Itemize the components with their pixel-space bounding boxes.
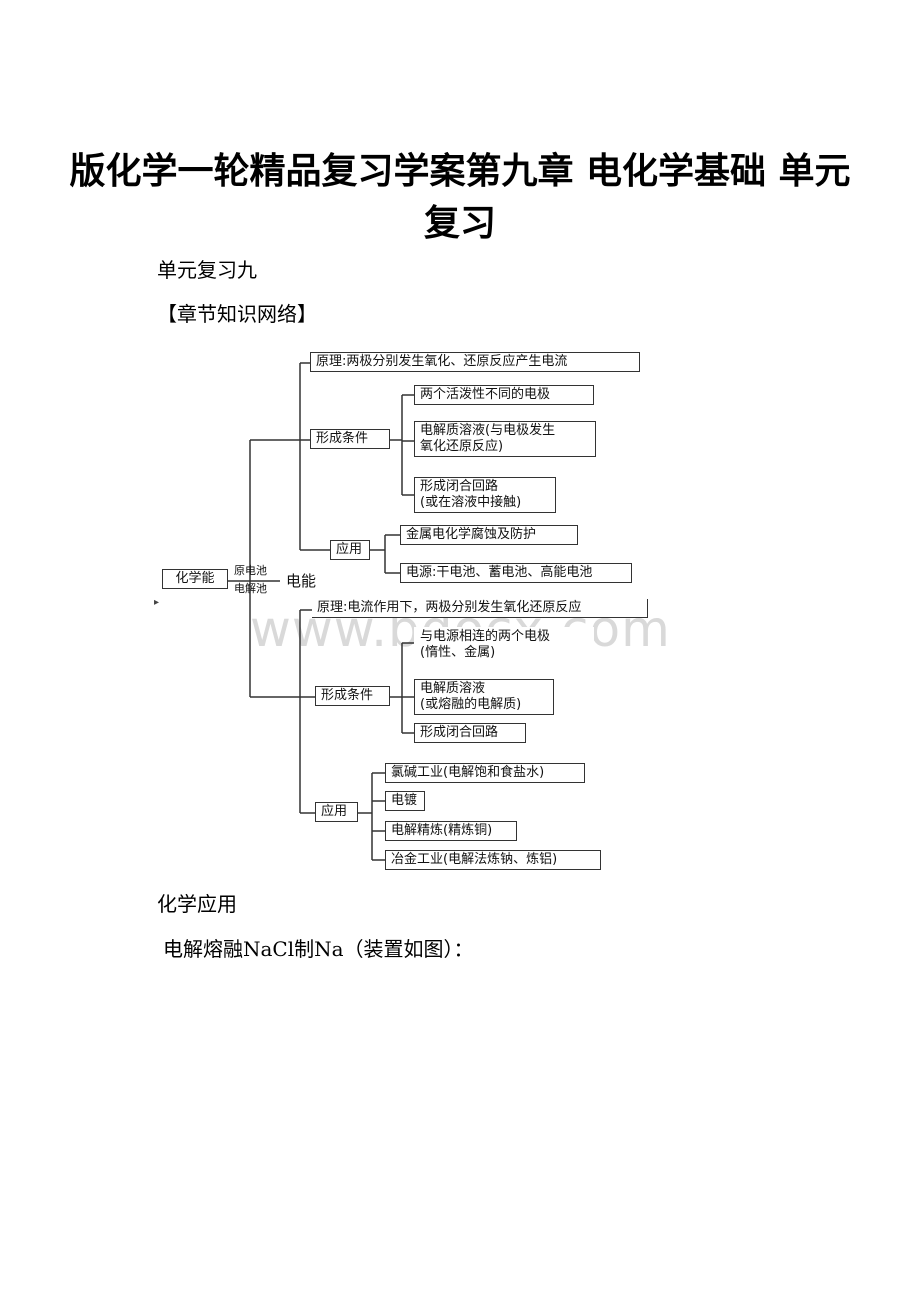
galvanic-applications-node: 应用 — [330, 540, 370, 560]
electrolytic-application-4: 冶金工业(电解法炼钠、炼铝) — [385, 850, 601, 870]
galvanic-principle: 原理:两极分别发生氧化、还原反应产生电流 — [310, 352, 640, 372]
galvanic-conditions-node: 形成条件 — [310, 429, 390, 449]
electric-energy-node: 电能 — [280, 571, 328, 591]
electrolytic-applications-node: 应用 — [315, 802, 358, 822]
electrolytic-conditions-node: 形成条件 — [315, 686, 390, 706]
galvanic-cell-label: 原电池 — [234, 564, 267, 577]
galvanic-condition-3: 形成闭合回路 (或在溶液中接触) — [414, 477, 556, 513]
caret-icon: ▸ — [154, 597, 160, 608]
galvanic-application-1: 金属电化学腐蚀及防护 — [400, 525, 578, 545]
electrolytic-application-3: 电解精炼(精炼铜) — [385, 821, 517, 841]
electrolytic-application-2: 电镀 — [385, 791, 425, 811]
electrolytic-condition-1: 与电源相连的两个电极 (惰性、金属) — [414, 627, 594, 663]
galvanic-application-2: 电源:干电池、蓄电池、高能电池 — [400, 563, 632, 583]
chemical-energy-node: 化学能 — [162, 569, 228, 589]
galvanic-condition-1: 两个活泼性不同的电极 — [414, 385, 594, 405]
applications-heading: 化学应用 — [157, 892, 237, 916]
section-label: 单元复习九 — [157, 258, 257, 282]
connector-lines — [228, 362, 414, 861]
electrolytic-condition-3: 形成闭合回路 — [414, 723, 526, 743]
knowledge-network-diagram: 化学能 原电池 电解池 电能 原理:两极分别发生氧化、还原反应产生电流 形成条件… — [150, 345, 670, 875]
document-title: 版化学一轮精品复习学案第九章 电化学基础 单元复习 — [69, 151, 851, 244]
electrolysis-line: 电解熔融NaCl制Na（装置如图）： — [163, 937, 474, 961]
network-heading: 【章节知识网络】 — [157, 302, 317, 326]
electrolytic-principle: 原理:电流作用下，两极分别发生氧化还原反应 — [312, 599, 648, 618]
galvanic-condition-2: 电解质溶液(与电极发生 氧化还原反应) — [414, 421, 596, 457]
electrolytic-condition-2: 电解质溶液 (或熔融的电解质) — [414, 679, 554, 715]
electrolytic-application-1: 氯碱工业(电解饱和食盐水) — [385, 763, 585, 783]
electrolytic-cell-label: 电解池 — [234, 582, 267, 595]
